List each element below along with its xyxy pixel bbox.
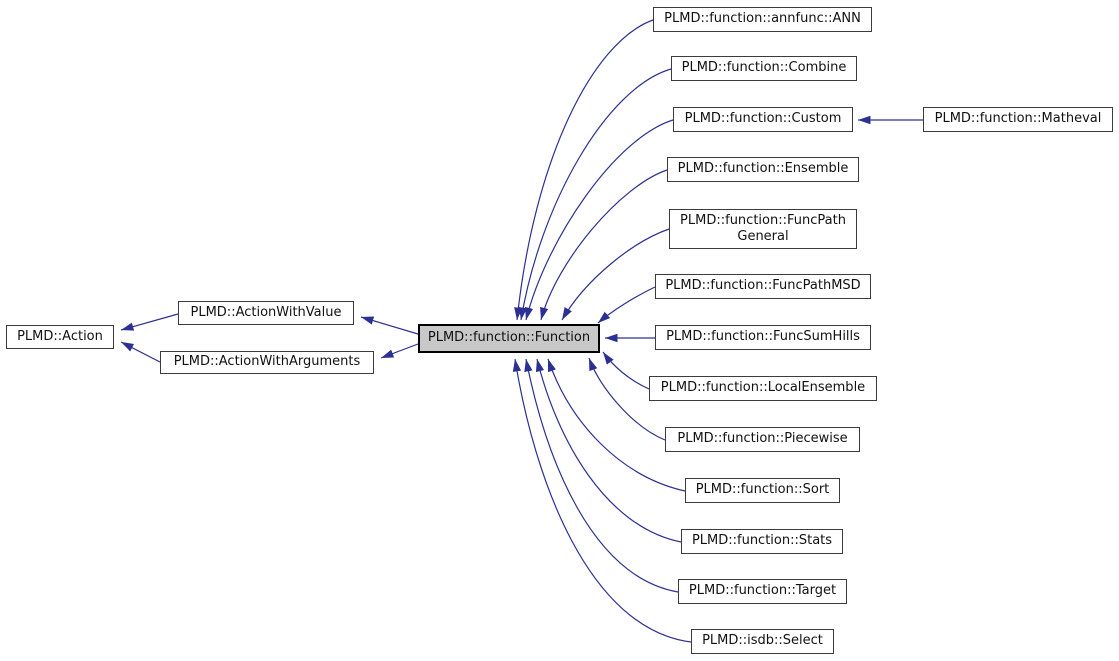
class-node-action-with-arguments[interactable]: PLMD::ActionWithArguments — [160, 351, 374, 374]
class-node-ensemble[interactable]: PLMD::function::Ensemble — [667, 157, 859, 182]
edge-combine-to-function — [518, 68, 672, 321]
edge-actionwithvalue-to-action — [120, 313, 179, 331]
edge-funcpathgeneral-to-function — [561, 228, 670, 321]
class-node-target[interactable]: PLMD::function::Target — [678, 579, 847, 604]
class-node-stats[interactable]: PLMD::function::Stats — [681, 529, 843, 554]
edge-sort-to-function — [547, 358, 686, 492]
class-node-action-with-value[interactable]: PLMD::ActionWithValue — [178, 301, 354, 325]
class-node-funcpathmsd[interactable]: PLMD::function::FuncPathMSD — [655, 274, 871, 299]
class-node-custom[interactable]: PLMD::function::Custom — [673, 107, 853, 132]
class-node-isdb-select[interactable]: PLMD::isdb::Select — [691, 629, 834, 654]
edge-target-to-function — [524, 358, 679, 593]
class-node-combine[interactable]: PLMD::function::Combine — [671, 56, 857, 81]
edge-piecewise-to-function — [588, 357, 666, 441]
edge-function-to-actionwitharguments — [380, 343, 419, 359]
edge-select-to-function — [512, 358, 692, 643]
edge-function-to-actionwithvalue — [360, 316, 419, 335]
class-node-piecewise[interactable]: PLMD::function::Piecewise — [665, 427, 860, 452]
class-node-annfunc-ann[interactable]: PLMD::function::annfunc::ANN — [653, 7, 872, 32]
edge-actionwitharguments-to-action — [120, 341, 161, 363]
edge-funcpathmsd-to-function — [597, 286, 656, 324]
edge-localensemble-to-function — [602, 351, 650, 390]
class-node-action[interactable]: PLMD::Action — [6, 325, 114, 349]
edge-ann-to-function — [514, 19, 654, 321]
class-node-funcpath-general[interactable]: PLMD::function::FuncPath General — [669, 209, 857, 249]
class-node-localensemble[interactable]: PLMD::function::LocalEnsemble — [649, 376, 877, 401]
class-node-funcsumhills[interactable]: PLMD::function::FuncSumHills — [655, 325, 871, 350]
edge-ensemble-to-function — [540, 169, 668, 321]
class-node-matheval[interactable]: PLMD::function::Matheval — [923, 107, 1113, 132]
edge-custom-to-function — [524, 119, 674, 321]
class-node-sort[interactable]: PLMD::function::Sort — [685, 478, 840, 503]
edge-stats-to-function — [535, 358, 682, 543]
class-node-function-current: PLMD::function::Function — [418, 324, 600, 353]
